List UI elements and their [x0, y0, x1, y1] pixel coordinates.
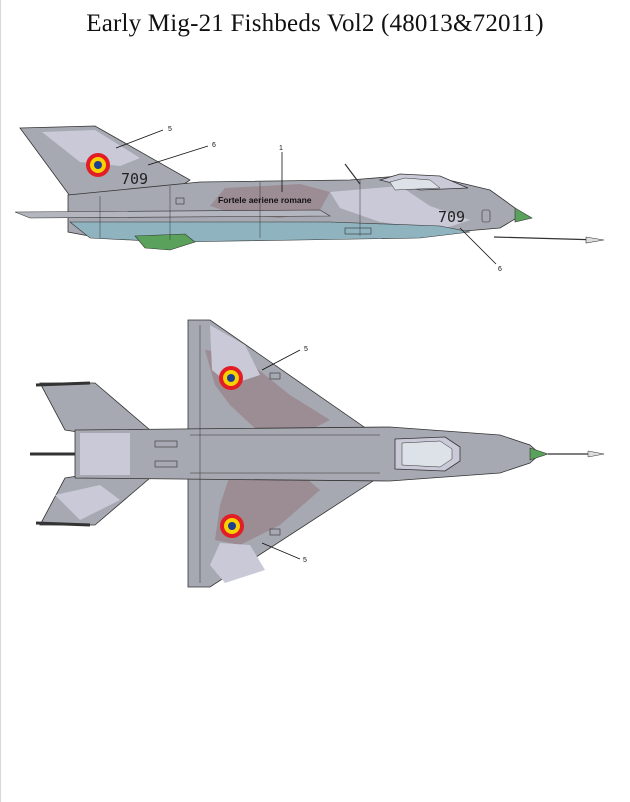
page-title: Early Mig-21 Fishbeds Vol2 (48013&72011): [86, 10, 544, 37]
access-panel: [269, 528, 281, 536]
callout-line: [459, 227, 497, 265]
nose-serial: 709: [438, 208, 465, 226]
fuselage-brown-camo: [210, 184, 330, 218]
canopy-glass: [389, 177, 441, 191]
pitot-tip: [585, 236, 605, 244]
side-wing: [14, 209, 332, 219]
access-panel: [344, 227, 372, 235]
tail-fin-camo: [42, 130, 140, 166]
callout-label: 5: [168, 126, 172, 133]
tailplane-tip: [35, 521, 91, 527]
access-panel: [154, 440, 178, 448]
access-panel: [269, 372, 281, 380]
top-nose-cone: [529, 447, 549, 461]
access-panel: [481, 209, 491, 223]
tail-roundel: [86, 153, 110, 177]
dorsal-antenna: [344, 163, 361, 185]
callout-label: 6: [212, 142, 216, 149]
nose-cone: [514, 207, 533, 223]
callout-line: [261, 542, 301, 560]
callout-label: 1: [279, 145, 283, 152]
top-canopy-glass: [401, 440, 453, 468]
tailplane-upper: [39, 382, 151, 438]
pitot-probe: [493, 236, 601, 241]
upper-wing-roundel: [219, 366, 243, 390]
lower-wing-roundel: [220, 514, 244, 538]
side-profile-view: 709 709 Fortele aeriene romane 5 6 1 6: [14, 125, 605, 273]
access-panel: [154, 460, 178, 468]
air-force-lettering: Fortele aeriene romane: [218, 195, 312, 205]
callout-label: 5: [303, 557, 307, 564]
top-pitot-tip: [587, 450, 605, 458]
fuselage-light-camo: [80, 433, 130, 475]
callout-label: 5: [304, 346, 308, 353]
callout-line: [261, 349, 301, 371]
wing-light-camo-lower: [210, 543, 265, 583]
ventral-tank: [134, 233, 196, 251]
tail-serial: 709: [121, 170, 148, 188]
page-edge: [0, 0, 1, 802]
tailplane-camo: [55, 485, 120, 520]
underside-blue: [69, 221, 471, 243]
tailplane-tip: [35, 381, 91, 387]
access-panel: [175, 197, 185, 205]
callout-line: [147, 145, 209, 166]
callout-line: [115, 129, 164, 149]
callout-label: 6: [498, 266, 502, 273]
top-planform-view: 5 5: [30, 319, 605, 588]
fuselage-light-camo: [330, 186, 470, 230]
